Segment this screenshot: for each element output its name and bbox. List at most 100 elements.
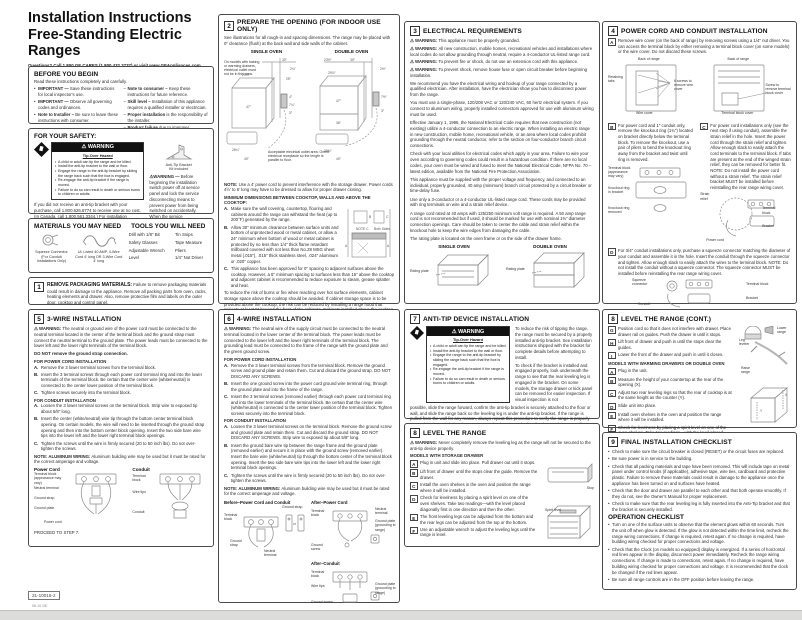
byb-item: Proper installation is the responsibilit…: [124, 112, 209, 124]
svg-text:B: B: [369, 215, 372, 219]
svg-text:29⅞″: 29⅞″: [242, 73, 250, 77]
section-7-anti-tip: 7 ANTI-TIP DEVICE INSTALLATION ⚠ WARNING…: [404, 309, 600, 433]
section-8b-number: 8: [608, 314, 618, 324]
s5-alum-lead: NOTE: ALUMINUM WIRING:: [34, 453, 91, 459]
svg-text:29⅞″: 29⅞″: [328, 71, 336, 75]
section-3-number: 3: [410, 26, 420, 36]
retaining-tabs-label: Retaining tabs: [608, 74, 623, 83]
s6-pc-title: FOR POWER CORD INSTALLATION: [224, 356, 297, 362]
svg-text:29¾″: 29¾″: [324, 149, 332, 153]
conduit-label: Conduit: [132, 510, 145, 515]
svg-text:47″: 47″: [336, 99, 342, 103]
section-9-title: FINAL INSTALLATION CHECKLIST: [621, 438, 732, 446]
stop-label: Stop: [586, 486, 594, 491]
ground-strap-label: Ground strap: [282, 505, 303, 510]
section-9-number: 9: [608, 437, 618, 447]
s3-paragraph: The rating plate is located on the oven …: [410, 236, 562, 241]
spirit-level-art: [542, 502, 594, 544]
strain-relief-diagram: Strain relief Terminal block Bracket Pow…: [700, 192, 791, 248]
tool-item: Adjustable Wrench: [128, 247, 165, 253]
s8-models-title: MODELS WITH STORAGE DRAWER: [410, 453, 484, 458]
s3-warnings: ⚠ WARNING: This appliance must be proper…: [410, 38, 594, 79]
tip-over-hazard-icon: [34, 141, 49, 157]
terminal-block-label: Terminal block: [311, 570, 325, 579]
after-power-cord-title: After–Power Cord: [311, 500, 348, 506]
svg-text:A: A: [387, 244, 390, 248]
tip-hazard-item: Engage the range to the anti-tip bracket…: [55, 169, 141, 178]
conduit-diagram-title: Conduit: [132, 467, 150, 473]
operation-checklist: Turn on one of the surface units to obse…: [608, 522, 791, 583]
step-text: For power cord and 1″ conduit only, remo…: [618, 122, 693, 162]
s7-warning-box: ⚠ WARNING Tip-Over Hazard A child or adu…: [426, 326, 510, 403]
s3-paragraph: A range cord rated at 40 amps with 125/2…: [410, 210, 586, 233]
svg-text:4″: 4″: [289, 95, 293, 99]
screw-remove-cover-label: Screw to remove terminal block cover: [765, 82, 791, 96]
s3-warning: ⚠ WARNING: To prevent shock, remove hous…: [410, 67, 588, 78]
svg-text:3″: 3″: [381, 109, 385, 113]
strain-relief-art: [714, 194, 776, 240]
s3-warning: ⚠ WARNING: This appliance must be proper…: [410, 38, 520, 43]
squeeze-connector-caption: Squeeze Connector (For Conduit Installat…: [35, 250, 68, 264]
s5-pc-steps: A.Remove the 3 lower terminal screws fro…: [34, 365, 208, 397]
double-oven-label: DOUBLE OVEN: [533, 244, 567, 250]
section-6-warning: The neutral wire of the supply circuit m…: [224, 326, 388, 354]
step-letter: A: [608, 38, 616, 46]
checklist-item: Be sure power is in service to the build…: [608, 456, 791, 462]
range-cord-icon: [81, 232, 117, 250]
s3-paragraph: Effective January 1, 1996, the National …: [410, 120, 590, 148]
final-checklist: Check to make sure the circuit breaker i…: [608, 449, 791, 513]
step: B.Insert the 3 terminal screws through e…: [34, 371, 203, 389]
section-4-power-cord-conduit: 4 POWER CORD AND CONDUIT INSTALLATION A …: [602, 21, 797, 336]
leg-leveler-label: Leg leveler: [739, 338, 750, 347]
s6-alum-note: Aluminum building wire may be used but i…: [224, 485, 390, 497]
tip-hazard-item: A child or adult can tip the range and b…: [55, 160, 141, 165]
section-5-three-wire: 5 3-WIRE INSTALLATION ⚠ WARNING: The neu…: [28, 309, 214, 547]
tool-item: Tin Snips: [174, 232, 193, 237]
step: B.Insert the ground bare wire tip betwee…: [224, 442, 392, 471]
checklist-item: Be sure all range controls are in the OF…: [608, 577, 791, 583]
wire-cover-art: [608, 63, 700, 115]
section-5-title: 3-WIRE INSTALLATION: [47, 315, 122, 323]
questions-line1: Questions? Call 1.800.GE.CARES (1.800.43…: [28, 63, 228, 68]
knockout-in-label: Knockout ring in bracket: [608, 185, 630, 195]
safety-title: FOR YOUR SAFETY:: [34, 133, 97, 140]
wire-tips-label: Wire tips: [311, 584, 325, 589]
s3-warning: ⚠ WARNING: To prevent fire or shock, do …: [410, 59, 579, 65]
power-cord-label: Power cord: [44, 520, 62, 525]
svg-text:2½″: 2½″: [380, 67, 387, 71]
checklist-item: Check to make sure that the rear levelin…: [608, 501, 791, 513]
bracket-caption-1: Anti-Tip Bracket: [165, 162, 192, 167]
svg-text:NOTE C: NOTE C: [356, 227, 369, 231]
raise-range-label: Raise range: [741, 366, 750, 375]
section-6-title: 4-WIRE INSTALLATION: [237, 315, 312, 323]
s5-cond-steps: A.Loosen the 3 lower terminal screws on …: [34, 403, 208, 452]
s6-alum-lead: NOTE: ALUMINUM WIRING:: [224, 485, 281, 491]
tool-item: Pliers: [174, 247, 186, 253]
squeeze-connector-label: Squeeze connector: [632, 278, 648, 287]
spirit-level-label: Spirit level: [545, 508, 562, 513]
s5-warning: The neutral or ground wire of the power …: [34, 326, 208, 349]
section-1-number: 1: [34, 282, 44, 292]
tip-hazard-item: Failure to do so can result in death or …: [430, 377, 507, 386]
checklist-item: Check that all packing materials and tap…: [608, 464, 791, 487]
step-letter: B: [608, 122, 616, 131]
knockout-diagram: Terminal block (appearance may vary) Kno…: [608, 164, 695, 226]
s8b-models-title: MODELS WITH WARMING DRAWERS OR DOUBLE OV…: [608, 360, 725, 366]
svg-text:X: X: [785, 393, 788, 397]
step-c: C For power cord installations only (see…: [700, 122, 791, 191]
terminal-block-label: Terminal block: [746, 282, 769, 287]
s3-paragraph: This appliance must be supplied with the…: [410, 176, 592, 194]
svg-text:3″: 3″: [289, 111, 293, 115]
tool-item: Level: [128, 255, 139, 261]
tip-hazard-list: A child or adult can tip the range and b…: [427, 343, 509, 388]
anti-tip-bracket-icon: [165, 142, 193, 163]
checklist-item: Turn on one of the surface units to obse…: [608, 522, 791, 545]
squeeze-connector-icon: [40, 232, 62, 250]
rating-plate-single-art: [432, 251, 494, 291]
